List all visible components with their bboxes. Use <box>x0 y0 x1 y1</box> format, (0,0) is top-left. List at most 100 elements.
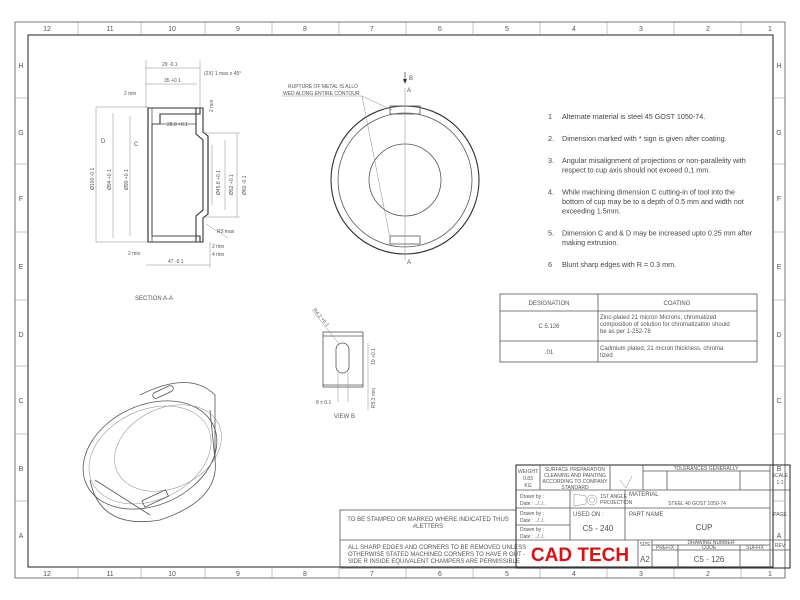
dim-2min-c: 2 min <box>212 244 224 250</box>
stamp-note: #LETTERS <box>413 524 443 530</box>
used-on-value: C5 - 240 <box>583 524 614 533</box>
drawn-by: Drawn by : <box>520 527 544 533</box>
column-marker: 7 <box>370 571 374 578</box>
surface-text: ACCORDING TO COMPANY <box>542 479 608 485</box>
callout-line-1: RUPTURE OF METAL IS ALLO <box>288 84 358 90</box>
row-marker: C <box>776 398 781 405</box>
label-c: C <box>134 142 139 148</box>
view-b-label: VIEW B <box>334 414 355 420</box>
header-coating: COATING <box>664 301 691 307</box>
arrow-a-bottom-label: A <box>407 260 411 266</box>
row-marker: D <box>776 332 781 339</box>
row-marker: D <box>18 332 23 339</box>
projection-text: PROJECTION <box>600 500 633 506</box>
row-marker: B <box>19 466 24 473</box>
material-value: STEEL 40 GOST 1050-74 <box>668 501 726 507</box>
column-marker: 6 <box>438 571 442 578</box>
column-marker: 9 <box>236 571 240 578</box>
section-label: SECTION A-A <box>135 296 173 302</box>
column-marker: 4 <box>572 571 576 578</box>
dim-28-8: 28.8 +0.1 <box>167 122 188 128</box>
header-designation: DESIGNATION <box>529 301 570 307</box>
row-marker: G <box>776 130 781 137</box>
column-marker: 1 <box>768 26 772 33</box>
column-marker: 12 <box>43 26 51 33</box>
dim-2min-d: 2 min <box>128 251 140 257</box>
rev-label: REV <box>775 543 786 549</box>
coating-cell: tized <box>600 353 613 359</box>
column-marker: 11 <box>106 26 113 33</box>
dim-4min: 4 min <box>212 252 224 258</box>
note-text: Dimension C and & D may be increased upt… <box>562 229 753 238</box>
column-marker: 11 <box>106 571 113 578</box>
row-marker: E <box>777 264 782 271</box>
dim-dia-60: Ø60 -0.1 <box>242 175 248 195</box>
dim-47: 47 -0.1 <box>168 259 184 265</box>
weight-unit: KG <box>524 483 531 489</box>
row-marker: H <box>776 63 781 70</box>
drawing-number-label: DRAWING NUMBER <box>687 540 734 546</box>
row-marker: H <box>18 63 23 70</box>
coating-table: DESIGNATION COATING C 5.126 Zinc-plated … <box>499 293 758 363</box>
dim-dia-52: Ø52 +0.1 <box>229 174 235 195</box>
note-text: While machining dimension C cutting-in o… <box>562 188 735 197</box>
scale-value: 1:1 <box>777 480 784 486</box>
edges-note: ALL SHARP EDGES AND CORNERS TO BE REMOVE… <box>348 545 526 551</box>
company-logo: CAD TECH <box>531 545 629 566</box>
note-text: respect to cup axis should not exceed 0,… <box>562 166 710 175</box>
designation-cell: C 5.126 <box>538 324 560 330</box>
size-value: A2 <box>640 555 650 564</box>
arrow-b-label: B <box>409 76 413 82</box>
column-marker: 8 <box>303 571 307 578</box>
dim-10: 10 +0.1 <box>371 348 377 365</box>
row-marker: C <box>18 398 23 405</box>
prefix-label: PREFIX <box>656 545 675 551</box>
projection-icon <box>573 493 598 507</box>
note-text: Alternate material is steel 45 GOST 1050… <box>562 112 705 121</box>
surface-text: SURFACE PREPARATION <box>545 467 605 473</box>
note-number: 3. <box>548 156 554 165</box>
dim-dia-45: Ø45.8 +0.1 <box>216 170 222 195</box>
column-marker: 3 <box>639 571 643 578</box>
code-label: CODE <box>702 545 717 551</box>
note-text: making extrusion. <box>562 238 618 247</box>
drawn-by: Drawn by : <box>520 511 544 517</box>
date: Date : ../../.. <box>520 534 546 540</box>
section-view: 29 -0.1 35 +0.1 (2X) 1 max x 45° 2 min 2… <box>90 60 248 302</box>
note-number: 4. <box>548 188 554 197</box>
note-number: 2. <box>548 134 554 143</box>
row-marker: A <box>19 533 24 540</box>
column-marker: 2 <box>706 571 710 578</box>
surface-finish-icon <box>619 475 633 489</box>
row-marker: F <box>777 196 781 203</box>
drawing-code-value: C5 - 126 <box>694 555 725 564</box>
arrow-a-top-label: A <box>407 88 411 94</box>
coating-cell: Zinc-plated 21 micron Microns, chromatiz… <box>600 315 716 321</box>
weight-label: WEIGHT <box>518 469 538 475</box>
scale-label: SCALE <box>772 473 789 479</box>
dim-r5-3: R5.3 min <box>371 388 377 408</box>
row-marker: E <box>19 264 24 271</box>
column-marker: 6 <box>438 26 442 33</box>
note-text: Angular misalignment of projections or n… <box>562 156 746 165</box>
edges-note: OTHERWISE STATED MACHINED CORNERS TO HAV… <box>348 552 525 558</box>
column-marker: 12 <box>43 571 51 578</box>
projection-text: 1ST ANGLE <box>600 494 628 500</box>
note-text: exceeding 1.5mm. <box>562 207 621 216</box>
inner-frame <box>27 34 774 568</box>
designation-cell: .01 <box>545 350 554 356</box>
suffix-label: SUFFIX <box>746 545 764 551</box>
stamp-note: TO BE STAMPED OR MARKED WHERE INDICATED … <box>347 517 509 523</box>
dim-dia-90: Ø90 +0.1 <box>124 169 130 190</box>
column-marker: 2 <box>706 26 710 33</box>
note-text: Dimension marked with * sign is given af… <box>562 134 727 143</box>
column-marker: 9 <box>236 26 240 33</box>
date: Date : ../../.. <box>520 518 546 524</box>
column-marker: 10 <box>168 571 176 578</box>
part-name-label: PART NAME <box>629 512 663 518</box>
view-b: R4.2 +0.1 10 +0.1 R5.3 min 8 ± 0.1 VIEW … <box>311 307 377 420</box>
note-text: Blunt sharp edges with R = 0.3 mm. <box>562 260 676 269</box>
note-number: 6 <box>548 260 552 269</box>
